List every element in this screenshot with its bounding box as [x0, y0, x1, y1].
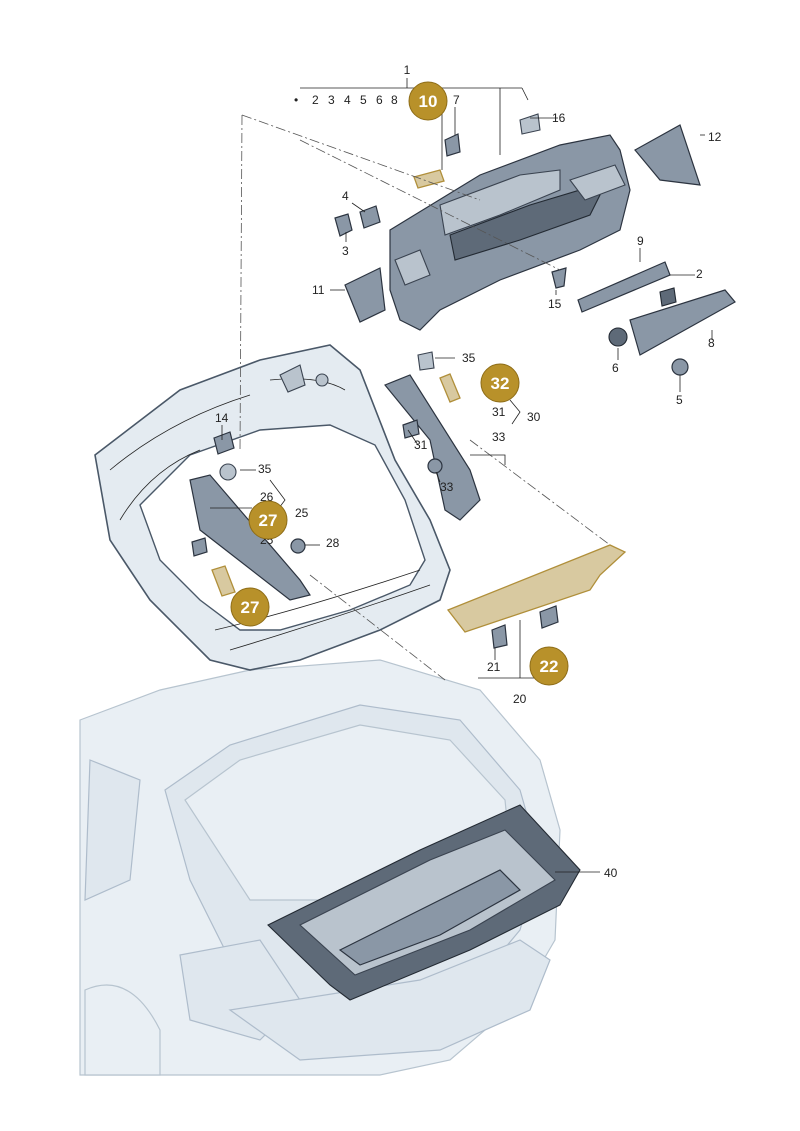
label-33a: 33: [492, 430, 506, 444]
screw-5: [671, 358, 689, 376]
label-4a: 4: [344, 93, 351, 107]
label-3a: 3: [328, 93, 335, 107]
badge-10: 10: [408, 81, 448, 121]
label-21: 21: [487, 660, 501, 674]
handle-8: [629, 289, 736, 356]
label-8b: 8: [708, 336, 715, 350]
badge-27-top: 27: [248, 500, 288, 540]
label-6a: 6: [376, 93, 383, 107]
side-trim-11: [344, 267, 386, 323]
pad-10: [413, 169, 445, 189]
clip-26: [191, 537, 208, 557]
label-11: 11: [312, 283, 325, 297]
strip-9: [577, 261, 671, 313]
small-components: [189, 113, 736, 649]
clip-35b: [219, 463, 237, 481]
badge-22: 22: [529, 646, 569, 686]
label-5b: 5: [676, 393, 683, 407]
part-labels: 1 • 2 3 4 5 6 8 7 16 12 4 3 9 2 11 15 8 …: [215, 63, 722, 880]
label-2a: 2: [312, 93, 319, 107]
label-28: 28: [326, 536, 340, 550]
label-25: 25: [295, 506, 309, 520]
label-20: 20: [513, 692, 527, 706]
clip-4a: [359, 205, 381, 229]
clip-22: [539, 605, 559, 629]
parcel-shelf: [267, 804, 581, 1001]
svg-text:27: 27: [241, 598, 260, 617]
label-12: 12: [708, 130, 722, 144]
label-2b: 2: [696, 267, 703, 281]
side-trim-12: [634, 124, 701, 186]
clip-14: [213, 431, 235, 455]
badge-27-bottom: 27: [230, 587, 270, 627]
clip-2: [659, 287, 677, 307]
trim-strip-25: [189, 474, 311, 601]
svg-text:27: 27: [259, 511, 278, 530]
clip-21: [491, 624, 508, 649]
clip-33: [427, 458, 443, 474]
label-35a: 35: [462, 351, 476, 365]
pad-27: [211, 565, 236, 597]
clip-7: [444, 133, 461, 157]
label-9: 9: [637, 234, 644, 248]
clip-16: [519, 113, 541, 135]
clip-31: [402, 419, 420, 439]
label-30: 30: [527, 410, 541, 424]
alignment-lines: [239, 114, 611, 681]
label-6b: 6: [612, 361, 619, 375]
screw-15: [551, 267, 567, 289]
label-1: 1: [404, 63, 411, 77]
label-33b: 33: [440, 480, 454, 494]
clip-6: [608, 327, 628, 347]
cover-20: [446, 544, 627, 633]
label-dot: •: [294, 93, 298, 107]
label-35b: 35: [258, 462, 272, 476]
trim-strip-30: [384, 374, 481, 521]
label-3b: 3: [342, 244, 349, 258]
svg-text:10: 10: [419, 92, 438, 111]
clip-28: [290, 538, 306, 554]
badge-32: 32: [480, 363, 520, 403]
label-14: 14: [215, 411, 229, 425]
highlighted-parts: [211, 169, 627, 633]
label-7: 7: [453, 93, 460, 107]
pad-32: [439, 373, 461, 403]
label-40: 40: [604, 866, 618, 880]
label-5a: 5: [360, 93, 367, 107]
label-31b: 31: [414, 438, 428, 452]
clip-35a: [417, 351, 435, 371]
label-4b: 4: [342, 189, 349, 203]
label-31a: 31: [492, 405, 506, 419]
svg-text:32: 32: [491, 374, 510, 393]
label-8a: 8: [391, 93, 398, 107]
tailgate-lining-panel: [389, 134, 631, 331]
label-26: 26: [260, 490, 274, 504]
label-15: 15: [548, 297, 562, 311]
svg-text:22: 22: [540, 657, 559, 676]
clip-3a: [334, 213, 353, 237]
label-16: 16: [552, 111, 566, 125]
highlight-badges: 10 32 27 27 22: [230, 81, 569, 686]
